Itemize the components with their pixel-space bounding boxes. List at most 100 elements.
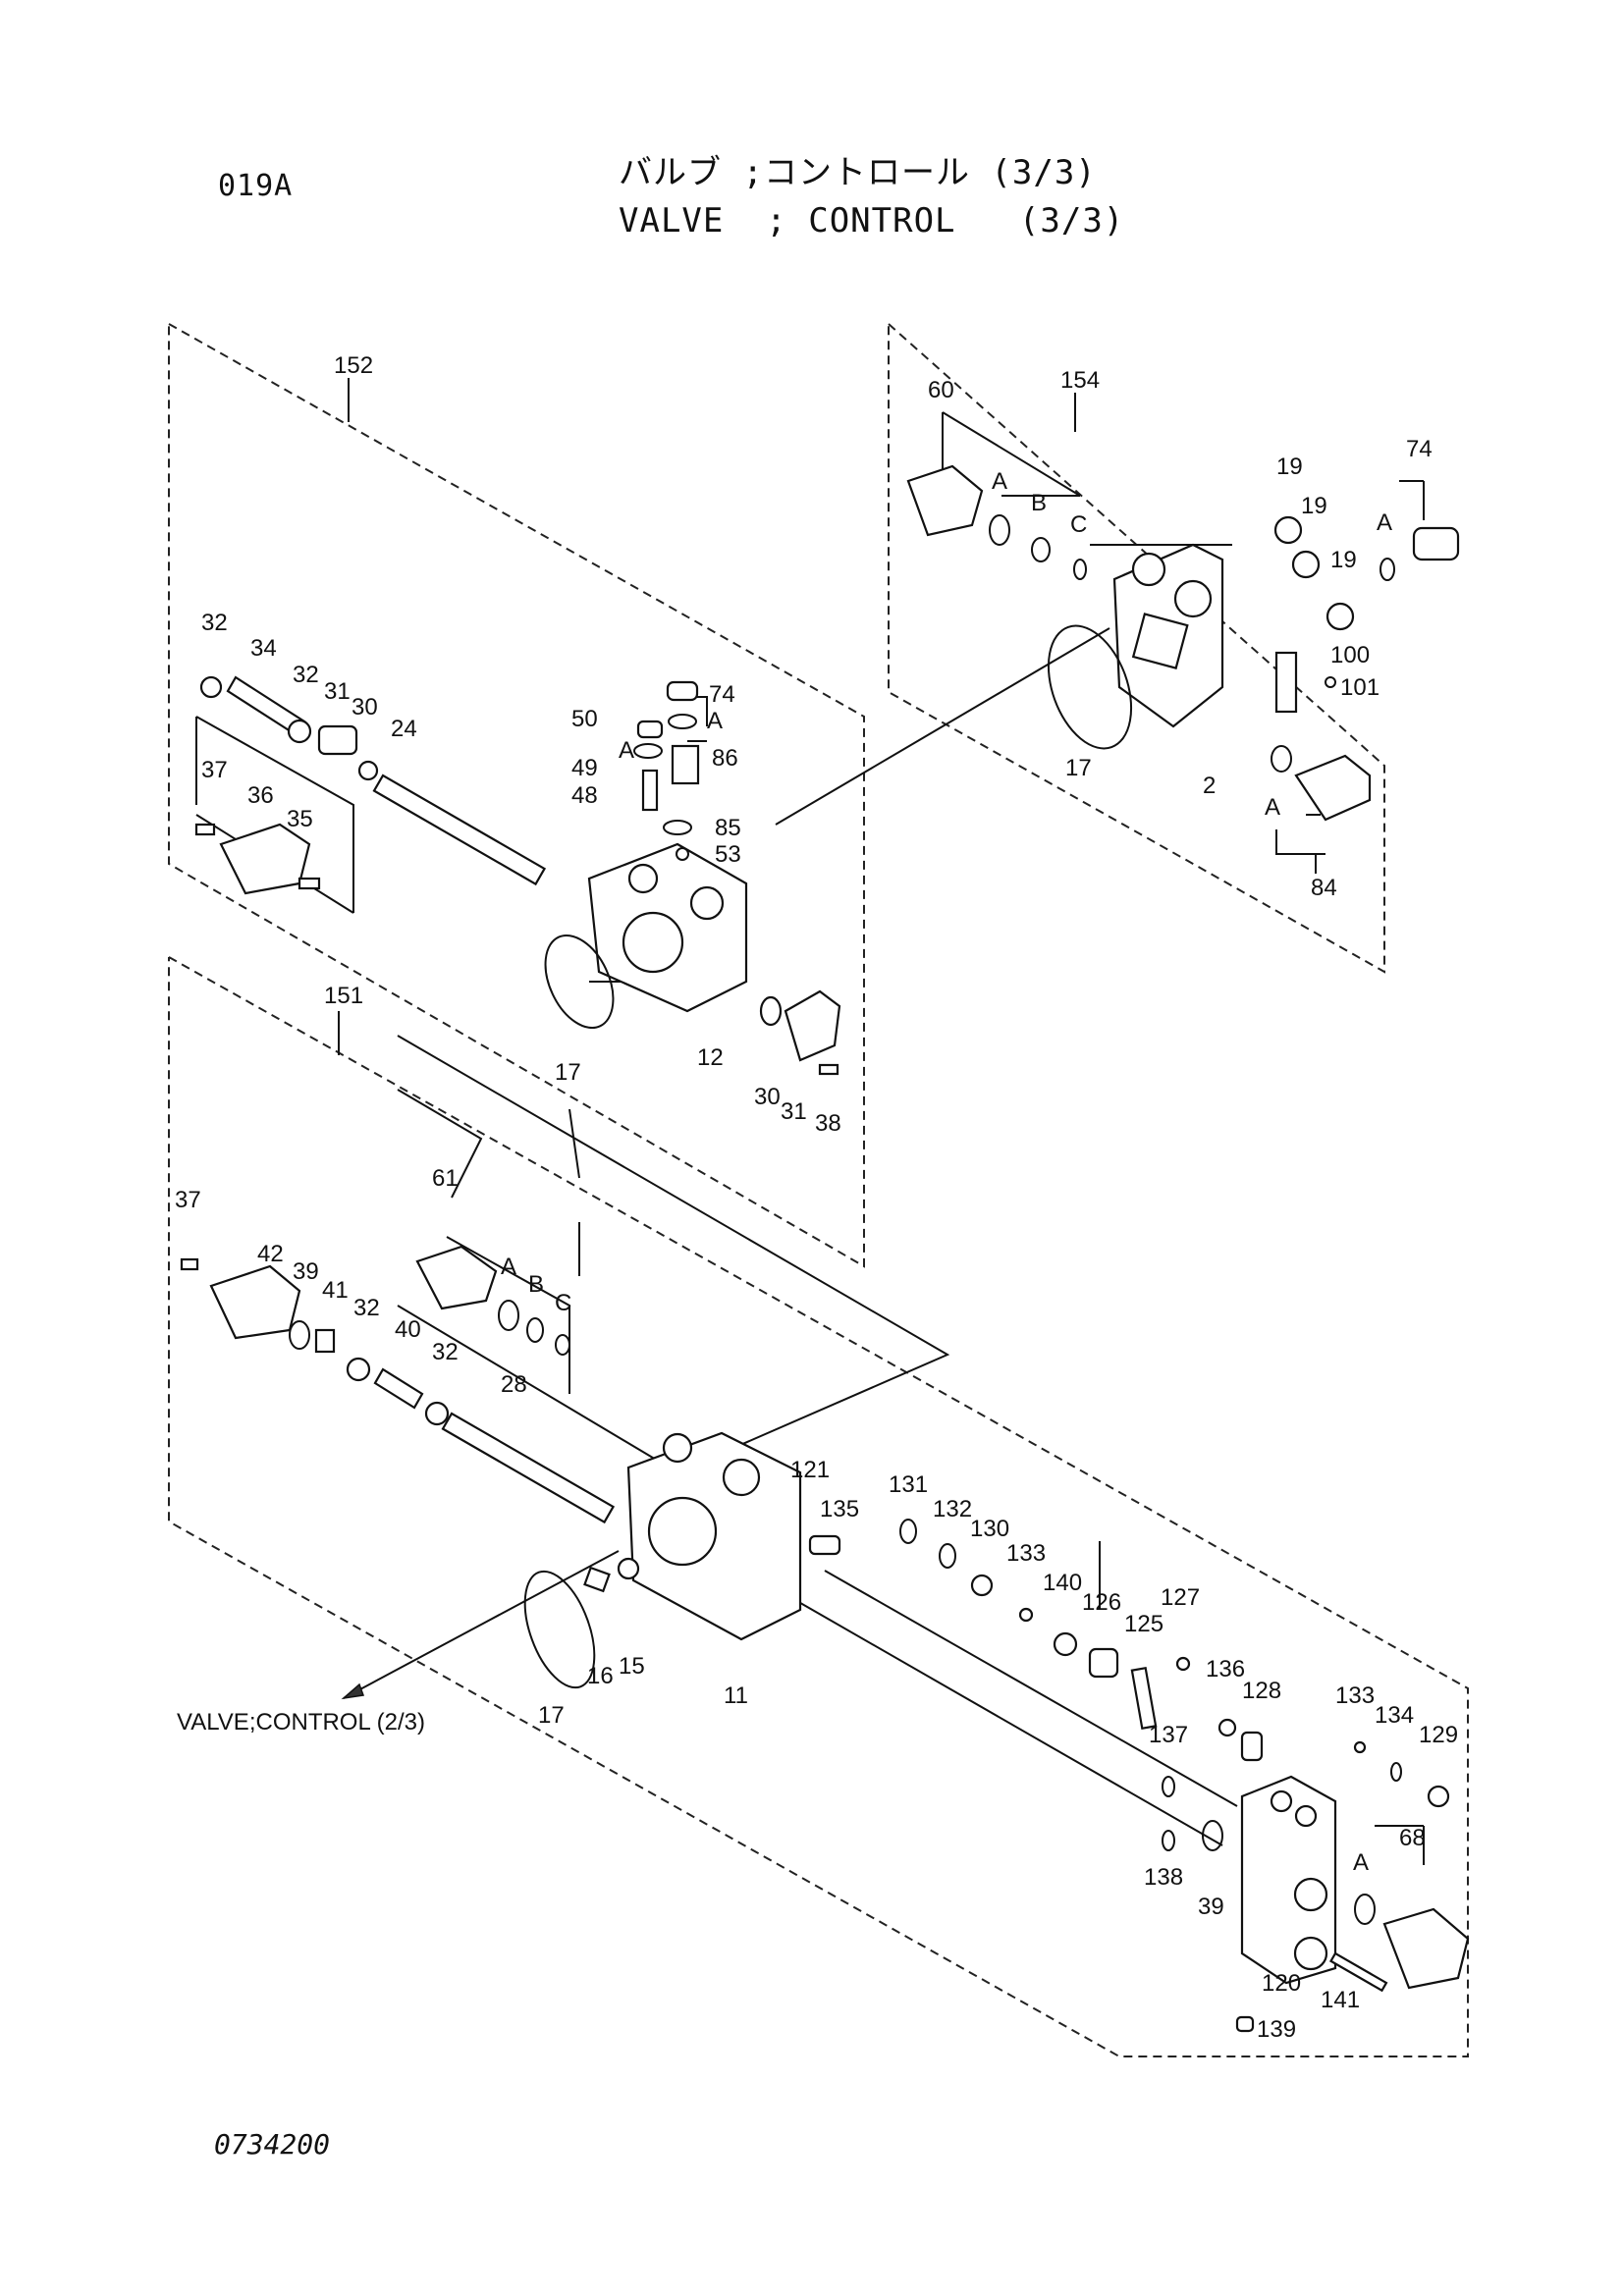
- seal-letter-a-61: A: [501, 1254, 516, 1280]
- relief-valve-68: [1382, 1907, 1470, 1990]
- callout-127: 127: [1161, 1584, 1200, 1611]
- callout-39b: 39: [1198, 1894, 1224, 1920]
- callout-134: 134: [1375, 1702, 1414, 1729]
- callout-40: 40: [395, 1316, 421, 1343]
- drawing-number: 0734200: [214, 2128, 331, 2161]
- callout-17c: 17: [538, 1702, 565, 1729]
- callout-39: 39: [293, 1258, 319, 1285]
- seal-letter-a-74b: A: [1377, 509, 1392, 536]
- seal-letter-b-60: B: [1031, 490, 1047, 516]
- callout-50: 50: [571, 706, 598, 732]
- callout-133b: 133: [1335, 1682, 1375, 1709]
- callout-131: 131: [889, 1471, 928, 1498]
- callout-11: 11: [724, 1682, 748, 1709]
- callout-139: 139: [1257, 2016, 1296, 2043]
- callout-2: 2: [1203, 773, 1216, 799]
- leader-lines: [195, 378, 1425, 1865]
- callout-31: 31: [324, 678, 351, 705]
- callout-138: 138: [1144, 1864, 1183, 1891]
- fitting-86: [671, 744, 700, 785]
- o-ring-17: [544, 934, 615, 1030]
- callout-129: 129: [1419, 1722, 1458, 1748]
- fitting-84: [1294, 754, 1372, 822]
- callout-32c: 32: [353, 1295, 380, 1321]
- assembly-151-label: 151: [324, 983, 363, 1009]
- seal-letter-a-60: A: [992, 468, 1007, 495]
- assembly-numbers: 152 154 151: [324, 352, 1100, 1009]
- callout-74b: 74: [1406, 436, 1433, 462]
- callout-126: 126: [1082, 1589, 1121, 1616]
- callout-17: 17: [555, 1059, 581, 1086]
- callout-32b: 32: [293, 662, 319, 688]
- callout-32d: 32: [432, 1339, 459, 1365]
- callout-74: 74: [709, 681, 735, 708]
- relief-valve-60: [906, 464, 984, 537]
- seal-letter-a-68: A: [1353, 1849, 1369, 1876]
- relief-valve-61: [415, 1245, 498, 1310]
- reference-label-control-valve-2-3: VALVE;CONTROL (2/3): [177, 1709, 425, 1735]
- callout-16: 16: [587, 1663, 614, 1689]
- callout-120: 120: [1262, 1970, 1301, 1997]
- spool-24: [372, 774, 547, 886]
- plate-31: [317, 724, 358, 756]
- callout-68: 68: [1399, 1825, 1426, 1851]
- callout-100: 100: [1330, 642, 1370, 668]
- callout-121: 121: [790, 1457, 830, 1483]
- callout-37: 37: [201, 757, 228, 783]
- callout-128: 128: [1242, 1678, 1281, 1704]
- callout-85: 85: [715, 815, 741, 841]
- callout-132: 132: [933, 1496, 972, 1522]
- callout-24: 24: [391, 716, 417, 742]
- callout-141: 141: [1321, 1987, 1360, 2013]
- callout-49: 49: [571, 755, 598, 781]
- page-title-japanese: バルブ ;コントロール (3/3): [619, 153, 1097, 192]
- assembly-152-parts: [194, 675, 841, 1076]
- bracket-100: [1274, 651, 1298, 714]
- callout-35: 35: [287, 806, 313, 832]
- callout-19b: 19: [1301, 493, 1327, 519]
- valve-block-120: [1240, 1775, 1337, 1985]
- callout-61: 61: [432, 1165, 459, 1192]
- callout-38: 38: [815, 1110, 841, 1137]
- callout-53: 53: [715, 841, 741, 868]
- callout-30: 30: [352, 694, 378, 721]
- o-ring-17-lower: [523, 1570, 596, 1689]
- callout-42: 42: [257, 1241, 284, 1267]
- assembly-154-label: 154: [1060, 367, 1100, 394]
- seal-letter-c-60: C: [1070, 511, 1087, 538]
- assembly-154-parts: [906, 464, 1460, 822]
- assembly-152-boundary: [168, 323, 865, 1268]
- callout-86: 86: [712, 745, 738, 772]
- callout-30b: 30: [754, 1084, 781, 1110]
- seal-letter-b-61: B: [528, 1271, 544, 1298]
- callout-34: 34: [250, 635, 277, 662]
- assembly-151-parts: [180, 1245, 1470, 2033]
- callout-17b: 17: [1065, 755, 1092, 781]
- o-ring-17-upper: [1047, 624, 1133, 750]
- callout-101: 101: [1340, 674, 1380, 701]
- callout-140: 140: [1043, 1570, 1082, 1596]
- callout-137: 137: [1149, 1722, 1188, 1748]
- seal-letter-a-84: A: [1265, 794, 1280, 821]
- callout-125: 125: [1124, 1611, 1163, 1637]
- assembly-152-label: 152: [334, 352, 373, 379]
- callout-32: 32: [201, 610, 228, 636]
- page-title-english: VALVE ; CONTROL (3/3): [619, 201, 1125, 240]
- nut-19-c: [1325, 602, 1355, 631]
- seal-letter-c-61: C: [555, 1290, 571, 1316]
- nut-19-b: [1291, 550, 1321, 579]
- callout-19: 19: [1276, 454, 1303, 480]
- nut-19-a: [1273, 515, 1303, 545]
- cover-36: [219, 823, 311, 895]
- callout-19c: 19: [1330, 547, 1357, 573]
- callout-41: 41: [322, 1277, 349, 1304]
- callout-135: 135: [820, 1496, 859, 1522]
- spring-40: [373, 1367, 424, 1410]
- cover-42: [209, 1264, 301, 1340]
- plate-31-right: [784, 989, 841, 1062]
- callout-130: 130: [970, 1516, 1009, 1542]
- callout-60: 60: [928, 377, 954, 403]
- plug-74-upper: [1412, 526, 1460, 561]
- callout-133: 133: [1006, 1540, 1046, 1567]
- callout-37b: 37: [175, 1187, 201, 1213]
